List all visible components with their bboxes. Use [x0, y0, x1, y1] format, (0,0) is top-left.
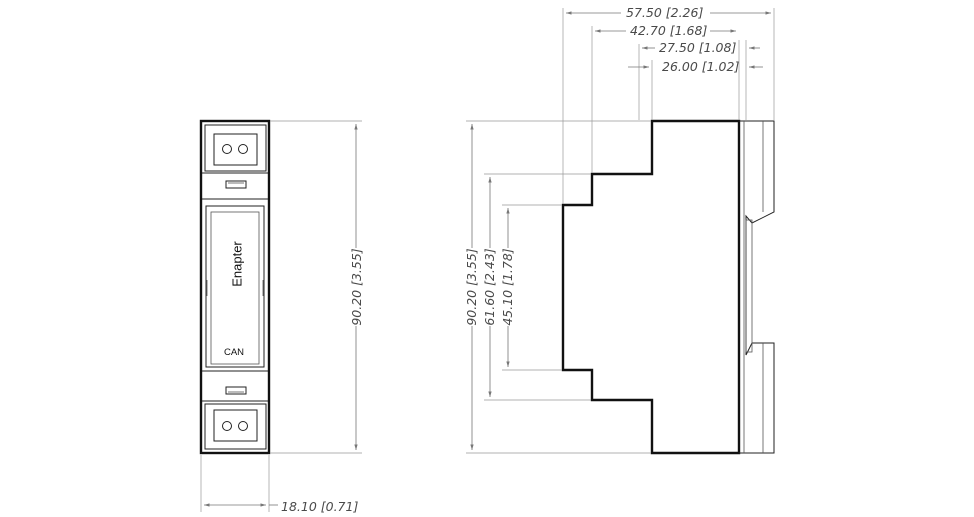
top-terminal-screw-right	[238, 144, 248, 154]
bottom-terminal-screw-right	[238, 421, 248, 431]
bottom-latch	[225, 386, 247, 395]
bottom-terminal-inner	[213, 409, 258, 442]
brand-label: Enapter	[229, 241, 244, 287]
side-height-label: 90.20 [3.55]	[464, 248, 479, 325]
front-view: Enapter CAN	[199, 119, 271, 455]
top-terminal-screw-left	[222, 144, 232, 154]
front-height-label: 90.20 [3.55]	[349, 248, 364, 325]
din-rail-slot	[745, 219, 753, 353]
side-height-inner-label: 45.10 [1.78]	[500, 248, 515, 325]
depth-step3-label: 26.00 [1.02]	[662, 59, 739, 74]
top-terminal-inner	[213, 133, 258, 166]
depth-overall-label: 57.50 [2.26]	[626, 5, 703, 20]
front-label-inner	[210, 211, 260, 365]
front-body-outline	[199, 119, 271, 455]
front-height-dimension: 90.20 [3.55]	[270, 120, 365, 454]
port-label: CAN	[224, 347, 244, 358]
bottom-terminal-screw-left	[222, 421, 232, 431]
front-width-label: 18.10 [0.71]	[281, 499, 358, 514]
side-height-dimensions: 90.20 [3.55] 61.60 [2.43] 45.10 [1.78]	[463, 120, 651, 454]
depth-step1-label: 42.70 [1.68]	[630, 23, 707, 38]
top-terminal-block	[204, 124, 267, 172]
depth-step2-label: 27.50 [1.08]	[659, 40, 736, 55]
side-profile-outline	[561, 119, 741, 455]
bottom-terminal-block	[204, 403, 267, 450]
front-label-window	[205, 205, 265, 368]
side-depth-dimensions: 57.50 [2.26] 42.70 [1.68] 27.50 [1.08] 2…	[562, 5, 775, 204]
side-height-mid-label: 61.60 [2.43]	[482, 248, 497, 325]
side-view	[561, 119, 775, 455]
top-latch	[225, 180, 247, 189]
front-width-dimension: 18.10 [0.71]	[200, 455, 358, 514]
